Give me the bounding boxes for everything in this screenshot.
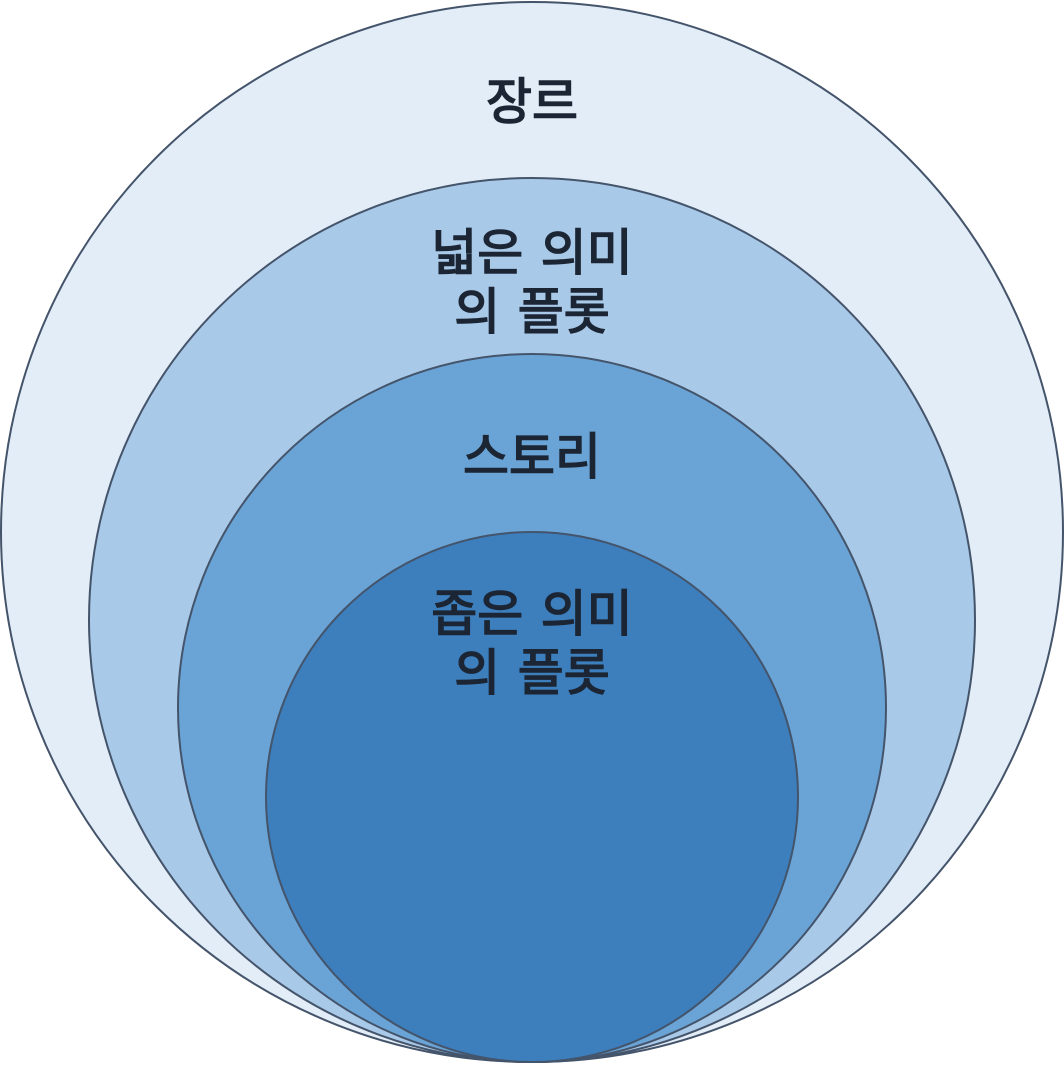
label-story: 스토리 (463, 428, 601, 486)
circle-narrow-plot (265, 531, 799, 1063)
label-broad-plot-line1: 넓은 의미 (431, 224, 632, 282)
label-narrow-plot-line2: 의 플롯 (454, 644, 609, 702)
label-narrow-plot-line1: 좁은 의미 (431, 585, 632, 643)
label-broad-plot-line2: 의 플롯 (454, 283, 609, 341)
label-genre: 장르 (486, 73, 578, 131)
